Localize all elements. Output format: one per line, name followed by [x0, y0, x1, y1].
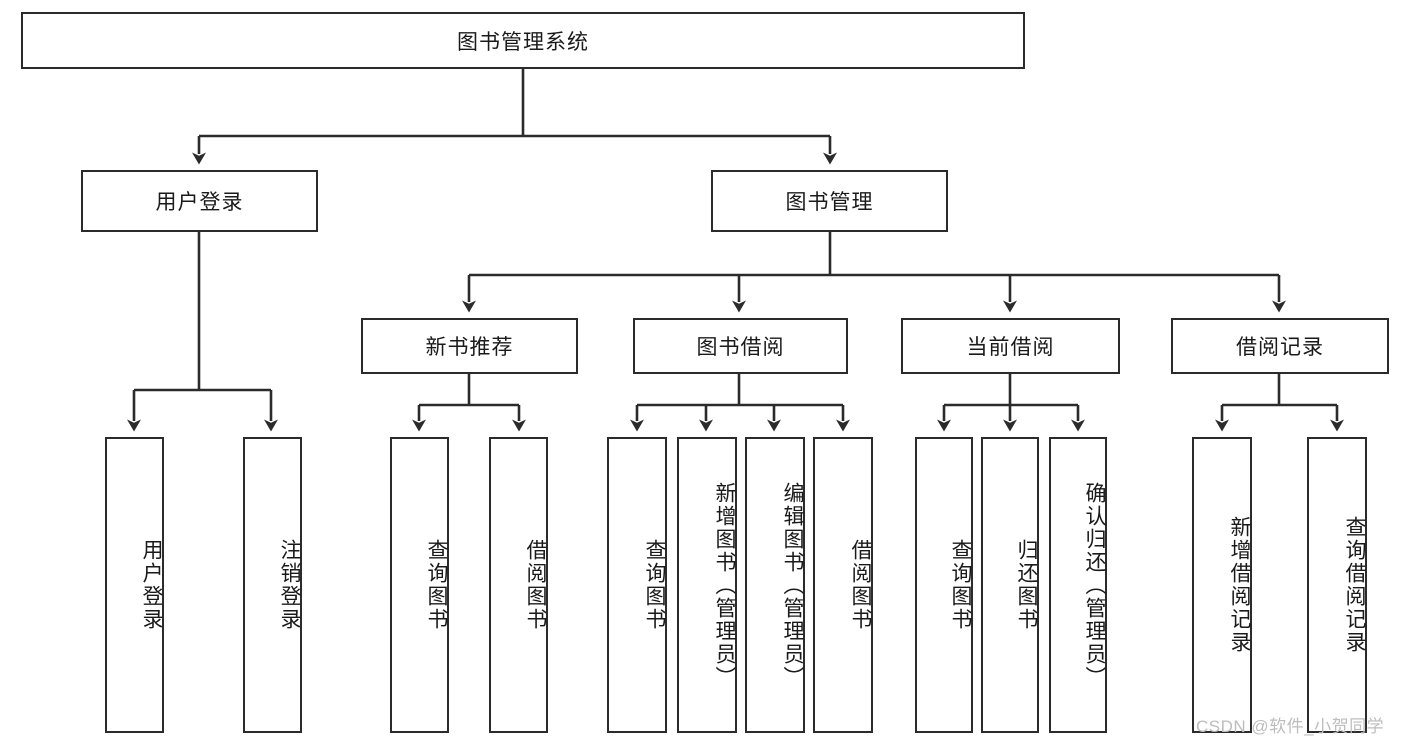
node-label: 当前借阅	[966, 336, 1055, 359]
leaf-borrow-borrow-book[interactable]: 借阅图书	[813, 437, 873, 733]
node-label: 图书管理系统	[457, 30, 589, 54]
node-current-borrow[interactable]: 当前借阅	[901, 318, 1120, 374]
leaf-user-login-login[interactable]: 用户登录	[105, 437, 164, 733]
node-label: 图书管理	[785, 191, 874, 214]
node-label: 新增借阅记录	[1228, 516, 1251, 654]
leaf-record-query-borrow-record[interactable]: 查询借阅记录	[1307, 437, 1367, 733]
node-label: 借阅图书	[849, 539, 872, 631]
node-label: 查询借阅记录	[1343, 516, 1366, 654]
node-label: 查询图书	[425, 539, 448, 631]
node-label: 确认归还（管理员）	[1083, 481, 1106, 689]
node-label: 查询图书	[949, 539, 972, 631]
leaf-current-query-book[interactable]: 查询图书	[915, 437, 973, 733]
node-label: 注销登录	[278, 539, 301, 631]
node-label: 用户登录	[155, 191, 244, 214]
node-label: 新书推荐	[425, 336, 514, 359]
node-label: 图书借阅	[696, 336, 785, 359]
leaf-current-return-book[interactable]: 归还图书	[981, 437, 1039, 733]
node-label: 用户登录	[140, 539, 163, 631]
leaf-user-login-logout[interactable]: 注销登录	[243, 437, 302, 733]
csdn-watermark: CSDN @软件_小贺同学	[1196, 717, 1385, 736]
leaf-borrow-add-book-admin[interactable]: 新增图书（管理员）	[677, 437, 737, 733]
leaf-current-confirm-return-admin[interactable]: 确认归还（管理员）	[1049, 437, 1107, 733]
node-label: 借阅图书	[524, 539, 547, 631]
node-new-book-recommend[interactable]: 新书推荐	[361, 318, 578, 374]
node-label: 新增图书（管理员）	[713, 481, 736, 689]
leaf-recommend-query-book[interactable]: 查询图书	[390, 437, 449, 733]
node-book-borrow[interactable]: 图书借阅	[633, 318, 848, 374]
node-label: 编辑图书（管理员）	[781, 481, 804, 689]
node-user-login[interactable]: 用户登录	[81, 170, 318, 232]
leaf-borrow-edit-book-admin[interactable]: 编辑图书（管理员）	[745, 437, 805, 733]
leaf-borrow-query-book[interactable]: 查询图书	[607, 437, 667, 733]
node-label: 查询图书	[643, 539, 666, 631]
node-root-book-management-system[interactable]: 图书管理系统	[21, 12, 1025, 69]
node-label: 借阅记录	[1236, 336, 1324, 359]
leaf-record-add-borrow-record[interactable]: 新增借阅记录	[1192, 437, 1252, 733]
node-book-management[interactable]: 图书管理	[711, 170, 948, 232]
node-label: 归还图书	[1015, 539, 1038, 631]
node-borrow-record[interactable]: 借阅记录	[1171, 318, 1389, 374]
leaf-recommend-borrow-book[interactable]: 借阅图书	[489, 437, 548, 733]
